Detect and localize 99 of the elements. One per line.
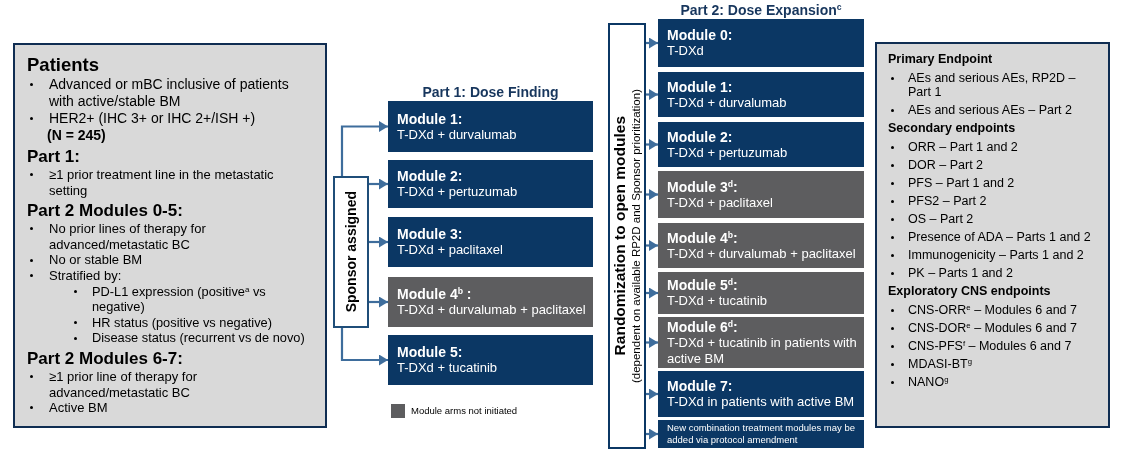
treatment-text: T-DXd + tucatinib [397, 360, 499, 376]
treatment-text: T-DXd + tucatinib in patients with active BM [667, 334, 858, 367]
vertical-label: Sponsor assigned [343, 191, 359, 313]
module-box [388, 160, 593, 208]
panel-heading: Part 1: [27, 147, 81, 167]
bullet-text: CNS-ORR$^{e}$ – Modules 6 and 7 [888, 303, 1097, 317]
vertical-label: Randomization to open modules [612, 116, 629, 356]
eligibility-panel [13, 43, 327, 428]
sub-bullet-text: HR status (positive vs negative) [27, 314, 314, 331]
treatment-text: T-DXd + pertuzumab [397, 184, 519, 200]
arrow [646, 89, 658, 100]
randomization-box [608, 23, 646, 449]
bullet-text: ≥1 prior treatment line in the metastatic setting [27, 167, 314, 199]
bullet-text: PFS – Part 1 and 2 [888, 176, 1097, 190]
module-title: Module 3$^{d}$: [667, 178, 739, 195]
note-box [658, 420, 864, 448]
panel-heading: Primary Endpoint [888, 52, 994, 67]
sub-bullet-text: PD-L1 expression (positive$^{a}$ vs negative) [27, 283, 314, 315]
module-box [658, 272, 864, 314]
bullet-text: AEs and serious AEs – Part 2 [888, 103, 1097, 117]
module-title: Module 1: [397, 110, 464, 127]
arrow [340, 328, 388, 366]
module-box [388, 277, 593, 327]
treatment-text: T-DXd + tucatinib [667, 293, 769, 309]
bullet-text: PFS2 – Part 2 [888, 194, 1097, 208]
bullet-text: No or stable BM [27, 252, 314, 268]
module-box [658, 317, 864, 368]
module-title: Module 2: [667, 128, 734, 145]
treatment-text: T-DXd + durvalumab [397, 126, 518, 143]
bullet-text: CNS-PFS$^{f}$ – Modules 6 and 7 [888, 339, 1097, 353]
bullet-text: ORR – Part 1 and 2 [888, 140, 1097, 154]
arrow [646, 287, 658, 299]
module-title: Module 2: [397, 168, 464, 184]
treatment-text: T-DXd in patients with active BM [667, 394, 856, 410]
module-title: Module 1: [667, 78, 734, 95]
panel-title: Patients [27, 54, 100, 76]
arrow [646, 337, 658, 348]
module-box [388, 101, 593, 152]
module-box [658, 371, 864, 417]
arrow [646, 37, 658, 49]
bullet-text: ≥1 prior line of therapy for advanced/metastatic BC [27, 368, 314, 401]
arrow [369, 296, 388, 308]
bullet-text: CNS-DOR$^{e}$ – Modules 6 and 7 [888, 321, 1097, 335]
section-heading: Part 1: Dose Finding [421, 84, 560, 101]
bullet-text: PK – Parts 1 and 2 [888, 266, 1097, 280]
module-title: Module 7: [667, 378, 734, 394]
bullet-text: AEs and serious AEs, RP2D – Part 1 [888, 71, 1097, 99]
module-title: Module 0: [667, 27, 734, 43]
bullet-text: OS – Part 2 [888, 212, 1097, 226]
module-title: Module 4$^{b}$ : [397, 286, 473, 302]
treatment-text: T-DXd + paclitaxel [667, 194, 774, 211]
treatment-text: T-DXd [667, 43, 705, 59]
bullet-text: Stratified by: [27, 267, 314, 284]
arrow [340, 121, 388, 176]
module-box [388, 335, 593, 385]
assignment-box [333, 176, 369, 328]
treatment-text: T-DXd + durvalumab + paclitaxel [397, 302, 587, 318]
bullet-text: Presence of ADA – Parts 1 and 2 [888, 230, 1097, 244]
panel-heading: Exploratory CNS endpoints [888, 284, 1052, 299]
section-heading: Part 2: Dose Expansion$^{c}$ [679, 2, 843, 19]
panel-heading: Secondary endpoints [888, 121, 1017, 136]
module-box [658, 223, 864, 268]
arrow [369, 178, 388, 190]
bullet-text: No prior lines of therapy for advanced/metastatic BC [27, 221, 314, 253]
arrow [646, 240, 658, 251]
treatment-text: T-DXd + pertuzumab [667, 144, 789, 161]
module-box [658, 19, 864, 67]
module-title: Module 5$^{d}$: [667, 277, 739, 293]
treatment-text: T-DXd + paclitaxel [397, 242, 504, 258]
bullet-text: Advanced or mBC inclusive of patients with active/stable BM [27, 76, 314, 110]
module-title: Module 4$^{b}$: [667, 229, 739, 246]
treatment-text: T-DXd + durvalumab [667, 94, 788, 111]
bullet-text: NANO$^{g}$ [888, 375, 1097, 389]
sample-size-text: (N = 245) [46, 127, 107, 144]
bullet-text: Immunogenicity – Parts 1 and 2 [888, 248, 1097, 262]
module-title: Module 5: [397, 344, 464, 360]
bullet-text: Active BM [27, 400, 314, 416]
arrow [646, 428, 658, 440]
note-text: New combination treatment modules may be added via protocol amendment [667, 422, 856, 446]
endpoints-panel [875, 42, 1110, 428]
panel-heading: Part 2 Modules 6-7: [27, 348, 184, 369]
arrow [646, 139, 658, 150]
bullet-text: MDASI-BT$^{g}$ [888, 357, 1097, 371]
module-box [658, 72, 864, 117]
vertical-note: (dependent on available RP2D and Sponsor prioritization) [629, 88, 642, 384]
treatment-text: T-DXd + durvalumab + paclitaxel [667, 245, 857, 262]
sub-bullet-text: Disease status (recurrent vs de novo) [27, 330, 314, 346]
panel-heading: Part 2 Modules 0-5: [27, 201, 184, 222]
arrow [369, 236, 388, 248]
module-box [658, 122, 864, 167]
arrow [646, 189, 658, 200]
bullet-text: HER2+ (IHC 3+ or IHC 2+/ISH +) [27, 110, 314, 127]
module-title: Module 3: [397, 226, 464, 242]
legend-text: Module arms not initiated [411, 405, 518, 417]
bullet-text: DOR – Part 2 [888, 158, 1097, 172]
module-box [658, 171, 864, 218]
arrow [646, 388, 658, 400]
module-box [388, 217, 593, 267]
module-title: Module 6$^{d}$: [667, 318, 739, 335]
